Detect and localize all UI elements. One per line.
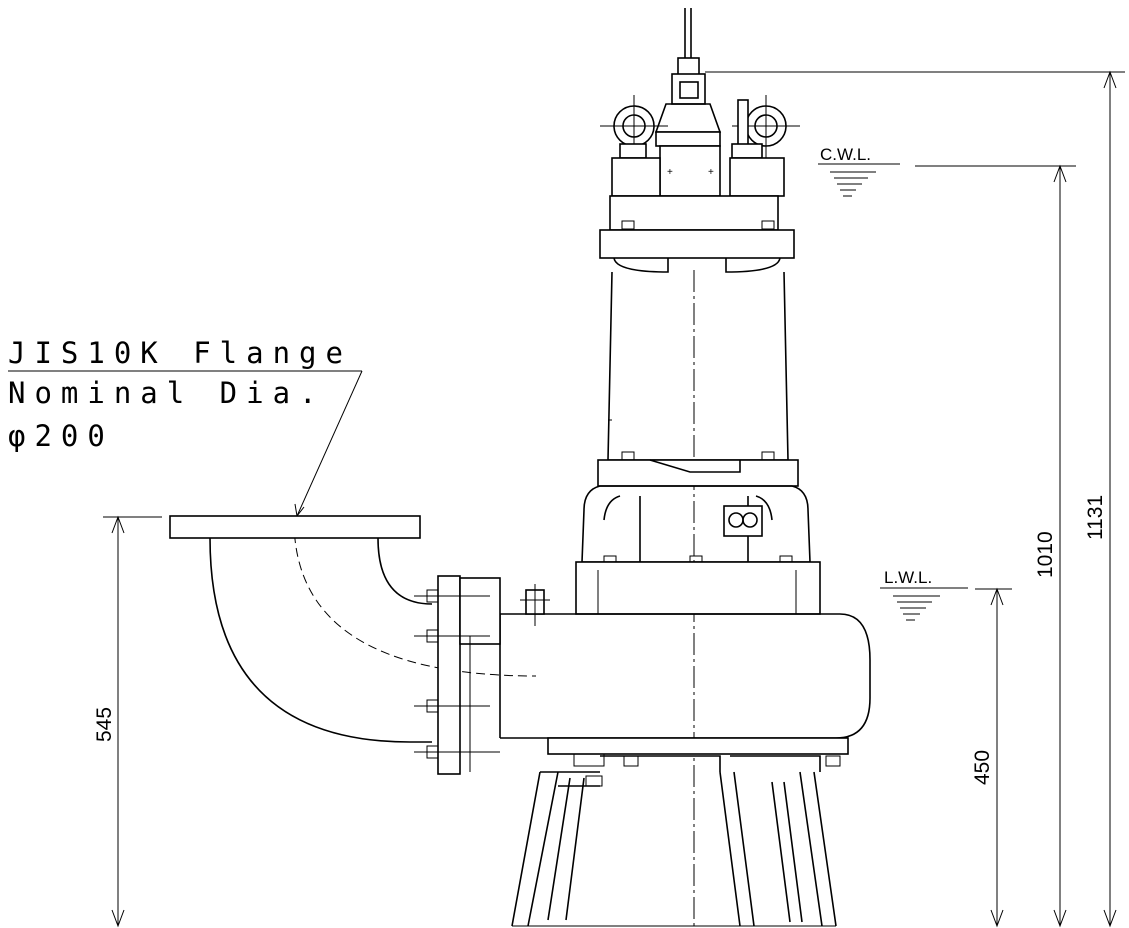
lwl-symbol: L.W.L. <box>880 568 968 621</box>
flange-leader-line <box>296 370 363 517</box>
dimension-545-text: 545 <box>93 707 116 742</box>
dimension-1131-text: 1131 <box>1084 495 1107 540</box>
dimension-450-text: 450 <box>971 750 994 785</box>
dimension-overall-height: 1131 <box>705 70 1125 928</box>
dimension-discharge-height: 545 <box>93 515 162 928</box>
lwl-label: L.W.L. <box>884 568 932 587</box>
pump-body: + + <box>169 8 871 927</box>
flange-note-line-3: φ200 <box>8 419 114 453</box>
cwl-label: C.W.L. <box>820 145 871 164</box>
dimension-1010-text: 1010 <box>1034 531 1057 578</box>
dimension-cwl-height: 1010 <box>915 164 1076 928</box>
svg-text:+: + <box>708 167 714 178</box>
flange-note-line-2: Nominal Dia. <box>8 376 326 410</box>
flange-note: JIS10K Flange Nominal Dia. φ200 <box>8 336 363 517</box>
flange-note-line-1: JIS10K Flange <box>8 336 352 370</box>
svg-text:+: + <box>667 167 673 178</box>
cwl-symbol: C.W.L. <box>818 145 900 197</box>
dimension-lwl-height: 450 <box>971 587 1012 928</box>
